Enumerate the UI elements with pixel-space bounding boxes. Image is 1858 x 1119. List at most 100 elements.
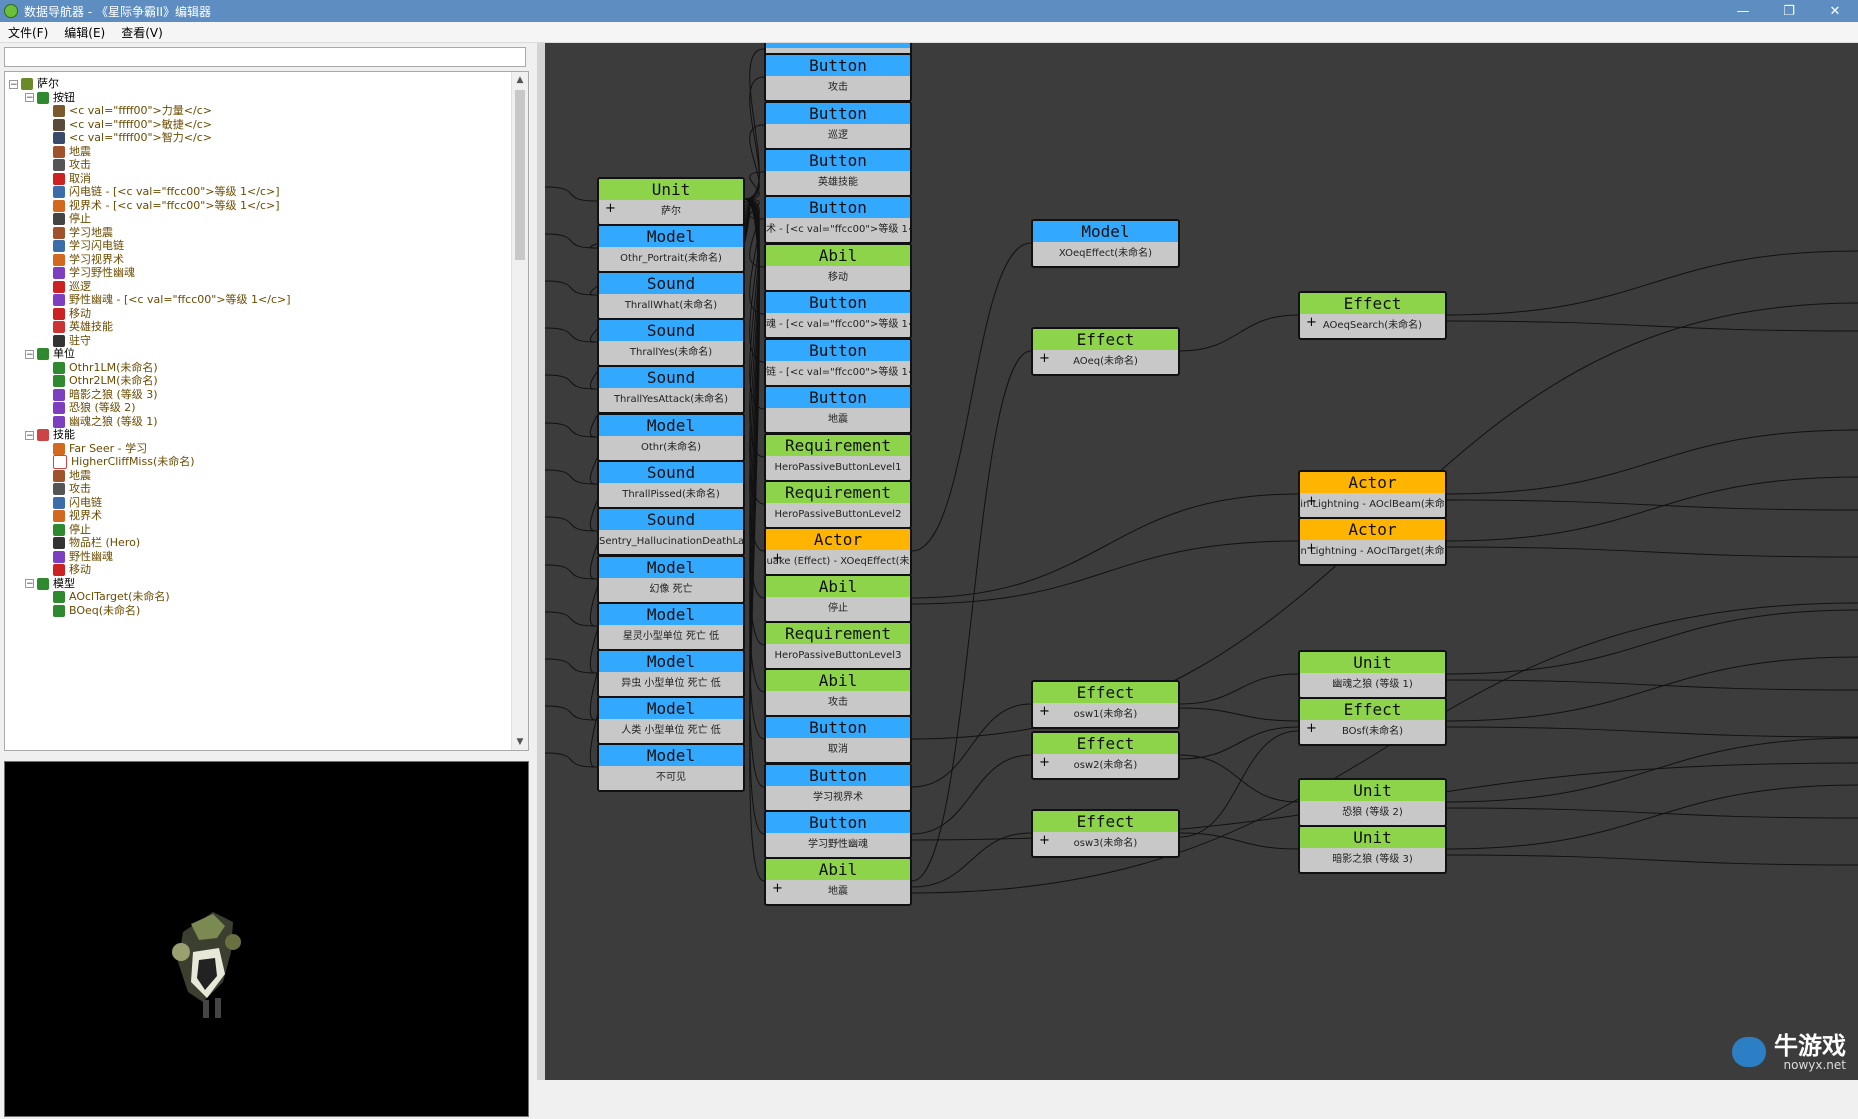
panel-splitter[interactable] (537, 43, 545, 1080)
tree-row[interactable]: 学习野性幽魂 (41, 265, 135, 281)
tree-row[interactable]: −技能 (25, 427, 75, 443)
expander-icon[interactable]: − (25, 93, 34, 103)
tree-row[interactable]: −模型 (25, 576, 75, 592)
effect-node[interactable]: Effect+osw2(未命名) (1031, 731, 1180, 780)
tree-row[interactable]: 闪电链 - [<c val="ffcc00">等级 1</c>] (41, 184, 280, 200)
menu-view[interactable]: 查看(V) (121, 25, 163, 40)
tree-row[interactable]: 取消 (41, 171, 91, 187)
expand-plus-icon[interactable]: + (1039, 755, 1050, 770)
tree-row[interactable]: 暗影之狼 (等级 3) (41, 387, 158, 403)
expand-plus-icon[interactable]: + (1306, 315, 1317, 330)
tree-row[interactable]: 攻击 (41, 481, 91, 497)
actor-node[interactable]: Actor+uake (Effect) - XOeqEffect(未 (764, 527, 912, 576)
expand-plus-icon[interactable]: + (1306, 721, 1317, 736)
expand-plus-icon[interactable]: + (772, 881, 783, 896)
effect-node[interactable]: Effect+osw3(未命名) (1031, 809, 1180, 858)
tree-row[interactable]: 地震 (41, 144, 91, 160)
tree-row[interactable]: 停止 (41, 522, 91, 538)
tree-row[interactable]: 巡逻 (41, 279, 91, 295)
tree-row[interactable]: 闪电链 (41, 495, 102, 511)
maximize-button[interactable]: ❐ (1783, 3, 1795, 19)
scroll-thumb[interactable] (515, 90, 525, 260)
scroll-down-icon[interactable]: ▼ (516, 737, 524, 747)
effect-node[interactable]: Effect+BOsf(未命名) (1298, 697, 1447, 746)
tree-row[interactable]: 英雄技能 (41, 319, 113, 335)
tree-row[interactable]: BOeq(未命名) (41, 603, 140, 619)
tree-row[interactable]: −单位 (25, 346, 75, 362)
expander-icon[interactable]: − (9, 79, 18, 90)
tree-row[interactable]: 视界术 (41, 508, 102, 524)
tree-row[interactable]: 视界术 - [<c val="ffcc00">等级 1</c>] (41, 198, 280, 214)
search-input[interactable] (4, 47, 526, 67)
tree-row[interactable]: 移动 (41, 306, 91, 322)
expander-icon[interactable]: − (25, 579, 34, 589)
tree-row[interactable]: 恐狼 (等级 2) (41, 400, 136, 416)
tree-row[interactable]: 学习地震 (41, 225, 113, 241)
tree-row[interactable]: 物品栏 (Hero) (41, 535, 140, 551)
minimize-button[interactable]: — (1736, 3, 1750, 19)
tree-row[interactable]: <c val="ffff00">敏捷</c> (41, 117, 212, 133)
expand-plus-icon[interactable]: + (772, 551, 783, 566)
unit-node[interactable]: Unit+萨尔 (597, 177, 745, 226)
expander-icon[interactable]: − (25, 349, 34, 360)
expand-plus-icon[interactable]: + (1039, 351, 1050, 366)
expand-plus-icon[interactable]: + (1039, 833, 1050, 848)
tree-row[interactable]: 野性幽魂 (41, 549, 113, 565)
effect-node[interactable]: Effect+osw1(未命名) (1031, 680, 1180, 729)
abil-node[interactable]: Abil+地震 (764, 857, 912, 906)
tree-row[interactable]: 学习视界术 (41, 252, 124, 268)
close-button[interactable]: ✕ (1829, 3, 1841, 19)
tree-row[interactable]: <c val="ffff00">力量</c> (41, 103, 212, 119)
expand-plus-icon[interactable]: + (1039, 704, 1050, 719)
tree-row[interactable]: 停止 (41, 211, 91, 227)
tree-row[interactable]: Othr1LM(未命名) (41, 360, 158, 376)
tree-row[interactable]: 学习闪电链 (41, 238, 124, 254)
tree-row[interactable]: −按钮 (25, 90, 75, 106)
tree-scrollbar[interactable]: ▲ ▼ (511, 72, 528, 750)
tree-row[interactable]: 野性幽魂 - [<c val="ffcc00">等级 1</c>] (41, 292, 291, 308)
tree-row[interactable]: Othr2LM(未命名) (41, 373, 158, 389)
menu-edit[interactable]: 编辑(E) (64, 25, 106, 40)
tree-row[interactable]: <c val="ffff00">智力</c> (41, 130, 212, 146)
actor-node[interactable]: Actor+n Lightning - AOclTarget(未命 (1298, 517, 1447, 566)
actor-node[interactable]: Actor+in Lightning - AOclBeam(未命 (1298, 470, 1447, 519)
tree-row[interactable]: 地震 (41, 468, 91, 484)
effect-node[interactable]: Effect+AOeqSearch(未命名) (1298, 291, 1447, 340)
expand-plus-icon[interactable]: + (1306, 494, 1317, 509)
tree-row[interactable]: HigherCliffMiss(未命名) (41, 454, 195, 470)
expand-plus-icon[interactable]: + (605, 201, 616, 216)
tree-row[interactable]: Far Seer - 学习 (41, 441, 147, 457)
effect-node[interactable]: Effect+AOeq(未命名) (1031, 327, 1180, 376)
scroll-up-icon[interactable]: ▲ (516, 75, 524, 85)
